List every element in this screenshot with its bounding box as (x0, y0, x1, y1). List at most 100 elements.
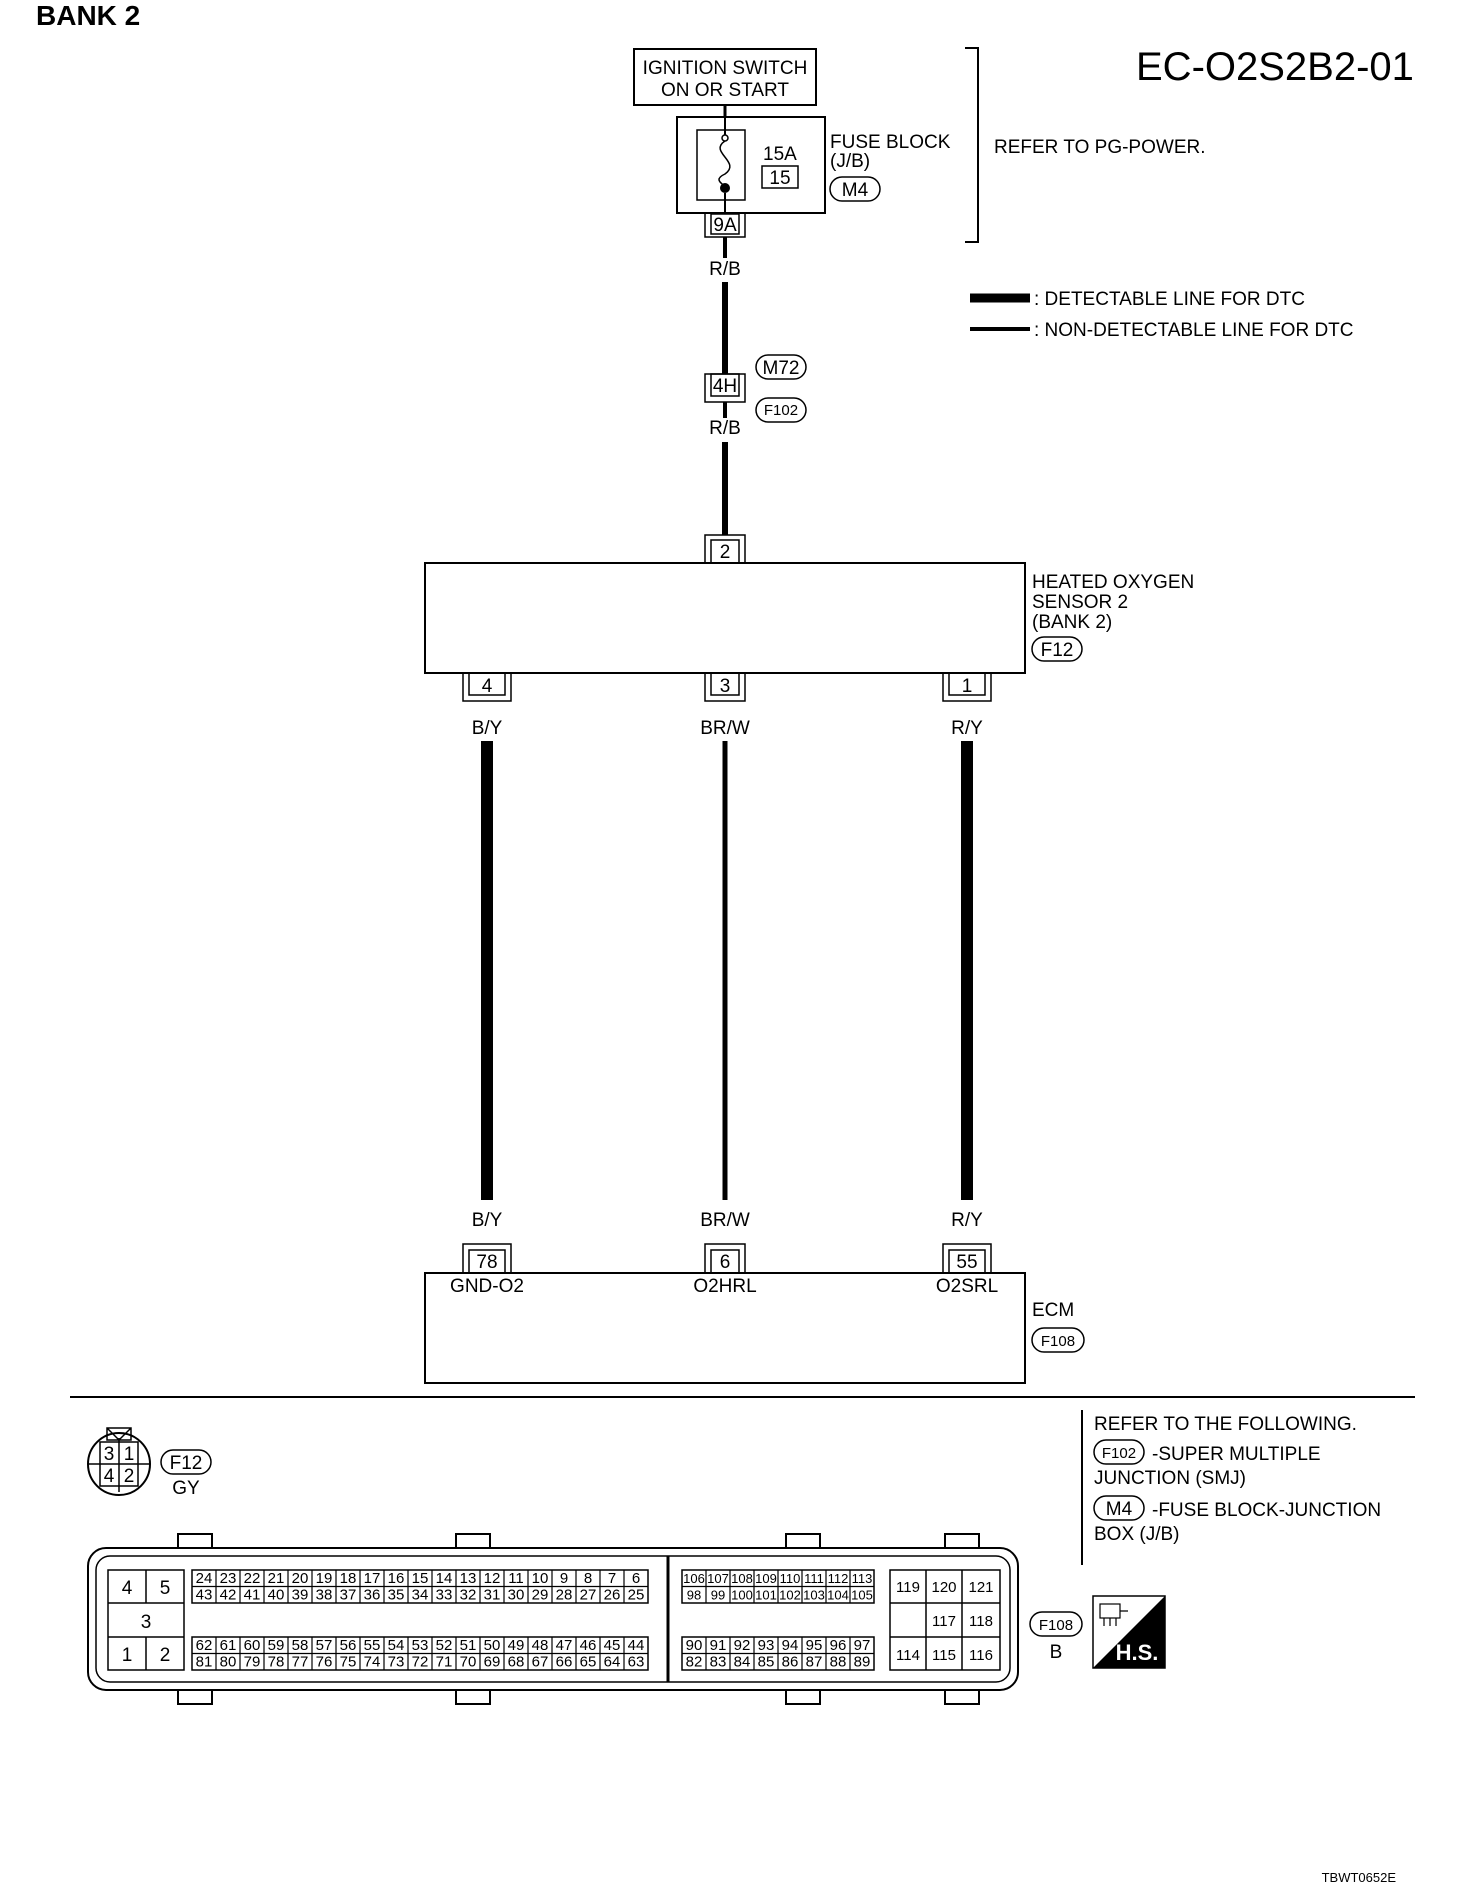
f108-pin: 108 (731, 1571, 753, 1586)
f108-pin: 100 (731, 1588, 753, 1603)
ecm-box: ECM F108 (424, 1272, 1085, 1384)
f108-pin: 9 (560, 1570, 568, 1587)
f108-pin: 26 (604, 1587, 621, 1604)
f108-pin: 44 (628, 1637, 645, 1654)
f108-pin: 101 (755, 1588, 777, 1603)
f108-pin: 31 (484, 1587, 501, 1604)
joint-connector-bottom: F102 (764, 402, 798, 419)
f108-pin: 30 (508, 1587, 525, 1604)
f108-pin: 10 (532, 1570, 549, 1587)
legend-detectable-text: : DETECTABLE LINE FOR DTC (1034, 289, 1305, 310)
f108-pin: 71 (436, 1654, 453, 1671)
f108-pin: 67 (532, 1654, 549, 1671)
upper-wire-color-bottom: R/B (709, 418, 741, 439)
ecm-signal: GND-O2 (450, 1276, 524, 1297)
f12-connector: 3 1 4 2 F12 GY (87, 1427, 212, 1499)
f108-pin: 2 (160, 1645, 171, 1666)
f108-pin: 77 (292, 1654, 309, 1671)
f108-pin: 21 (268, 1570, 285, 1587)
f108-pin: 3 (141, 1612, 152, 1633)
sensor-wire-color-top: BR/W (700, 718, 750, 739)
f108-pin: 51 (460, 1637, 477, 1654)
f108-pin: 46 (580, 1637, 597, 1654)
sensor-wire-color-bottom: BR/W (700, 1210, 750, 1231)
f108-pin: 35 (388, 1587, 405, 1604)
f108-pin: 28 (556, 1587, 573, 1604)
f108-pin: 60 (244, 1637, 261, 1654)
f108-pin: 61 (220, 1637, 237, 1654)
f108-pin: 17 (364, 1570, 381, 1587)
f108-pin: 76 (316, 1654, 333, 1671)
f108-pin: 20 (292, 1570, 309, 1587)
ecm-connector-code: F108 (1041, 1333, 1075, 1350)
sensor-wire-color-bottom: B/Y (472, 1210, 503, 1231)
f108-pin: 75 (340, 1654, 357, 1671)
fuse-number: 15 (769, 168, 790, 189)
f108-pin: 105 (851, 1588, 873, 1603)
sensor-wire-terminal: 4 (482, 676, 493, 697)
f108-pin: 11 (508, 1570, 524, 1587)
sensor-connector-code: F12 (1041, 640, 1074, 661)
f108-pin: 43 (196, 1587, 213, 1604)
f108-pin: 42 (220, 1587, 237, 1604)
f108-pin: 98 (687, 1588, 701, 1603)
ecm-signal: O2HRL (693, 1276, 756, 1297)
f108-pin: 38 (316, 1587, 333, 1604)
f108-pin: 29 (532, 1587, 549, 1604)
f108-pin: 107 (707, 1571, 729, 1586)
f12-pin: 4 (104, 1466, 115, 1487)
f108-pin: 7 (608, 1570, 616, 1587)
ignition-switch: IGNITION SWITCH ON OR START (633, 48, 817, 106)
refer-following: REFER TO THE FOLLOWING. F102 -SUPER MULT… (1093, 1414, 1381, 1545)
f108-pin: 112 (828, 1571, 849, 1586)
f108-pin: 5 (160, 1578, 171, 1599)
refer-power-text: REFER TO PG-POWER. (994, 137, 1206, 158)
f12-pin: 3 (104, 1444, 115, 1465)
f108-pin: 49 (508, 1637, 525, 1654)
f108-pin: 96 (830, 1637, 847, 1654)
f108-pin: 118 (969, 1613, 993, 1630)
refer-line-2: JUNCTION (SMJ) (1094, 1468, 1246, 1489)
f108-pin: 86 (782, 1654, 799, 1671)
refer-line-1: -SUPER MULTIPLE (1152, 1444, 1321, 1465)
f108-pin: 102 (779, 1588, 801, 1603)
ecm-signal: O2SRL (936, 1276, 998, 1297)
refer-following-title: REFER TO THE FOLLOWING. (1094, 1414, 1357, 1435)
f108-pin: 117 (932, 1613, 956, 1630)
f108-pin: 45 (604, 1637, 621, 1654)
f108-pin: 19 (316, 1570, 333, 1587)
f12-color: GY (172, 1478, 200, 1499)
sensor-wire-terminal: 1 (962, 676, 973, 697)
harness-icon (1099, 1603, 1128, 1626)
f108-pin: 37 (340, 1587, 357, 1604)
f108-pin: 74 (364, 1654, 381, 1671)
f108-pin: 83 (710, 1654, 727, 1671)
f12-pin: 2 (124, 1466, 135, 1487)
f108-pin: 91 (710, 1637, 727, 1654)
f108-pin: 1 (122, 1645, 133, 1666)
sensor-label-2: SENSOR 2 (1032, 592, 1128, 613)
sensor-label-1: HEATED OXYGEN (1032, 572, 1194, 593)
f108-pin: 15 (412, 1570, 429, 1587)
f12-pin: 1 (124, 1444, 135, 1465)
f108-pin: 80 (220, 1654, 237, 1671)
diagram-code: EC-O2S2B2-01 (1136, 45, 1414, 89)
f108-pin: 89 (854, 1654, 871, 1671)
f108-pin: 6 (632, 1570, 640, 1587)
f108-pin: 48 (532, 1637, 549, 1654)
sensor-wire-2: 3 BR/W BR/W 6 O2HRL (693, 672, 757, 1297)
f108-pin: 87 (806, 1654, 823, 1671)
f108-pin: 25 (628, 1587, 645, 1604)
f108-pin: 106 (683, 1571, 705, 1586)
f108-pin: 84 (734, 1654, 751, 1671)
f108-pin: 94 (782, 1637, 799, 1654)
f108-pin: 52 (436, 1637, 453, 1654)
fuse-terminal: 9A (713, 215, 737, 236)
sensor-wire-color-bottom: R/Y (951, 1210, 983, 1231)
f108-pin: 82 (686, 1654, 703, 1671)
f108-pin: 97 (854, 1637, 871, 1654)
f108-pin: 93 (758, 1637, 775, 1654)
sensor-wire-3: 1 R/Y R/Y 55 O2SRL (936, 672, 998, 1297)
f108-pin: 47 (556, 1637, 573, 1654)
ecm-label: ECM (1032, 1300, 1074, 1321)
